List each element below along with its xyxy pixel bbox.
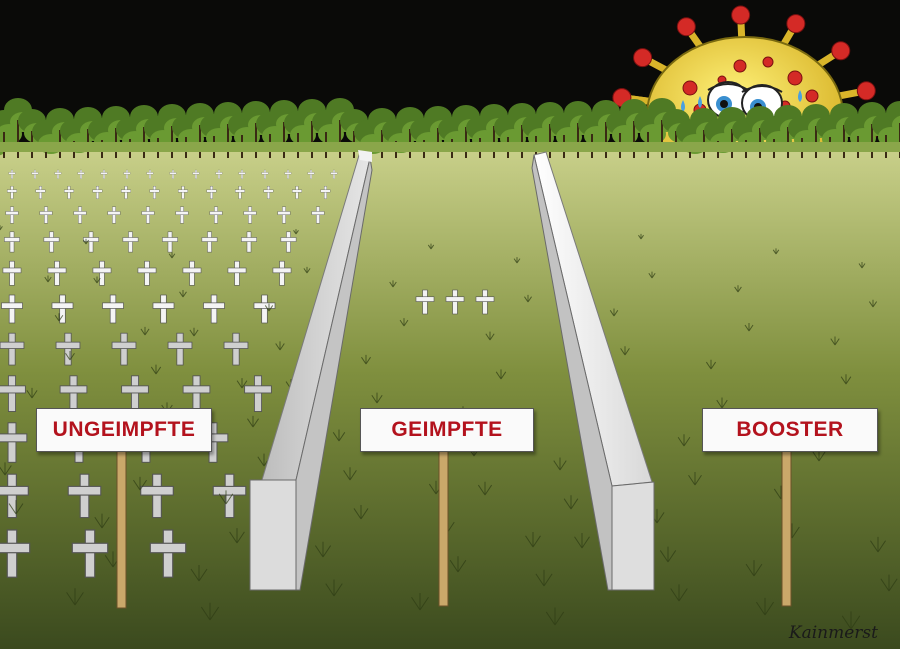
sign-vaccinated: GEIMPFTE (360, 408, 534, 452)
sign-booster: BOOSTER (702, 408, 878, 452)
tree-line (0, 98, 900, 158)
sign-unvaccinated: UNGEIMPFTE (36, 408, 212, 452)
field (0, 148, 900, 649)
crosses-vaccinated (415, 289, 495, 315)
wall-left (249, 150, 373, 591)
wall-right (531, 151, 655, 591)
artist-signature: Kainmerst (788, 623, 878, 643)
